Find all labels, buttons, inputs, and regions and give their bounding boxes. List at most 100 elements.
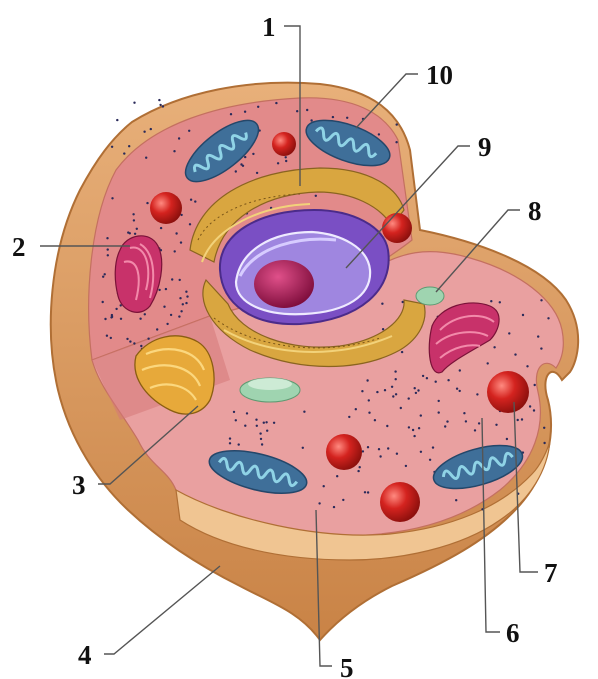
label-10: 10	[426, 60, 453, 90]
ribosome-dot	[415, 392, 417, 394]
ribosome-dot	[178, 315, 180, 317]
label-5: 5	[340, 653, 354, 679]
ribosome-dot	[342, 499, 344, 501]
ribosome-dot	[540, 299, 542, 301]
label-6: 6	[506, 618, 520, 648]
ribosome-dot	[533, 409, 535, 411]
ribosome-dot	[459, 390, 461, 392]
ribosome-dot	[116, 119, 118, 121]
ribosome-dot	[244, 111, 246, 113]
vesicle	[416, 287, 444, 305]
ribosome-dot	[376, 391, 378, 393]
ribosome-dot	[229, 437, 231, 439]
ribosome-dot	[534, 384, 536, 386]
ribosome-dot	[495, 424, 497, 426]
ribosome-dot	[438, 400, 440, 402]
ribosome-dot	[261, 443, 263, 445]
ribosome-dot	[547, 317, 549, 319]
ribosome-dot	[102, 301, 104, 303]
ribosome-dot	[490, 300, 492, 302]
ribosome-dot	[447, 379, 449, 381]
ribosome-dot	[128, 145, 130, 147]
ribosome-dot	[182, 303, 184, 305]
ribosome-dot	[514, 353, 516, 355]
ribosome-dot	[332, 116, 334, 118]
ribosome-dot	[246, 412, 248, 414]
ribosome-dot	[275, 102, 277, 104]
ribosome-dot	[104, 273, 106, 275]
ribosome-dot	[438, 411, 440, 413]
ribosome-dot	[355, 408, 357, 410]
ribosome-dot	[487, 362, 489, 364]
ribosome-dot	[413, 435, 415, 437]
ribosome-dot	[408, 397, 410, 399]
ribosome-dot	[257, 106, 259, 108]
ribosome-dot	[156, 328, 158, 330]
ribosome-dot	[188, 130, 190, 132]
label-4: 4	[78, 640, 92, 670]
ribosome-dot	[529, 405, 531, 407]
ribosome-dot	[493, 346, 495, 348]
ribosome-dot	[333, 506, 335, 508]
ribosome-dot	[348, 416, 350, 418]
ribosome-dot	[522, 314, 524, 316]
ribosome-dot	[107, 248, 109, 250]
ribosome-dot	[465, 420, 467, 422]
ribosome-dot	[140, 345, 142, 347]
ribosome-dot	[526, 365, 528, 367]
lysosome	[326, 434, 362, 470]
ribosome-dot	[394, 370, 396, 372]
ribosome-dot	[233, 411, 235, 413]
ribosome-dot	[263, 422, 265, 424]
ribosome-dot	[115, 308, 117, 310]
ribosome-dot	[110, 337, 112, 339]
ribosome-dot	[189, 223, 191, 225]
ribosome-dot	[185, 302, 187, 304]
ribosome-dot	[302, 447, 304, 449]
ribosome-dot	[126, 338, 128, 340]
ribosome-dot	[543, 442, 545, 444]
ribosome-dot	[364, 491, 366, 493]
ribosome-dot	[426, 377, 428, 379]
ribosome-dot	[444, 425, 446, 427]
ribosome-dot	[384, 389, 386, 391]
ribosome-dot	[435, 381, 437, 383]
ribosome-dot	[429, 459, 431, 461]
ribosome-dot	[378, 133, 380, 135]
ribosome-dot	[111, 314, 113, 316]
ribosome-dot	[178, 137, 180, 139]
ribosome-dot	[229, 442, 231, 444]
ribosome-dot	[147, 338, 149, 340]
ribosome-dot	[499, 301, 501, 303]
ribosome-dot	[474, 429, 476, 431]
ribosome-dot	[417, 389, 419, 391]
ribosome-dot	[190, 199, 192, 201]
label-9: 9	[478, 132, 492, 162]
ribosome-dot	[143, 131, 145, 133]
ribosome-dot	[367, 446, 369, 448]
ribosome-dot	[418, 427, 420, 429]
ribosome-dot	[170, 314, 172, 316]
ribosome-dot	[378, 448, 380, 450]
ribosome-dot	[476, 393, 478, 395]
nucleolus	[254, 260, 314, 308]
ribosome-dot	[133, 219, 135, 221]
ribosome-dot	[235, 419, 237, 421]
ribosome-dot	[106, 237, 108, 239]
ribosome-dot	[134, 233, 136, 235]
ribosome-dot	[230, 113, 232, 115]
ribosome-dot	[158, 99, 160, 101]
ribosome-dot	[387, 447, 389, 449]
ribosome-dot	[162, 105, 164, 107]
ribosome-dot	[136, 228, 138, 230]
ribosome-dot	[129, 340, 131, 342]
ribosome-dot	[252, 153, 254, 155]
ribosome-dot	[455, 499, 457, 501]
ribosome-dot	[362, 450, 364, 452]
ribosome-dot	[296, 110, 298, 112]
ribosome-dot	[381, 303, 383, 305]
lysosome	[272, 132, 296, 156]
ribosome-dot	[185, 291, 187, 293]
ribosome-dot	[102, 276, 104, 278]
